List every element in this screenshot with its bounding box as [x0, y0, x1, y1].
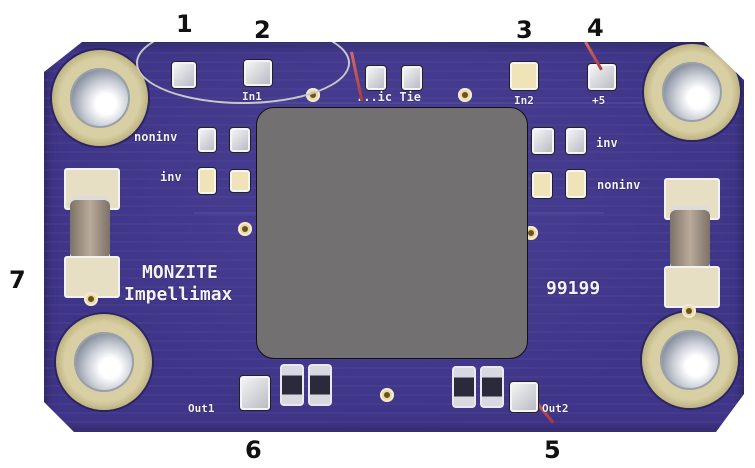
- smd-component: [480, 366, 504, 408]
- pad-tie-a: [366, 66, 386, 90]
- pad-right-noninv-a: [532, 172, 552, 198]
- pad-right-inv-a: [532, 128, 554, 154]
- pad-right-inv-b: [566, 128, 586, 154]
- callout-7: 7: [9, 266, 26, 294]
- power-resistor-right: [664, 178, 720, 308]
- pad-tie-b: [402, 66, 422, 90]
- callout-1: 1: [176, 10, 193, 38]
- pad-in2: [510, 62, 538, 90]
- callout-3: 3: [516, 16, 533, 44]
- screw-icon: [74, 332, 134, 392]
- via: [238, 222, 252, 236]
- callout-4: 4: [587, 14, 604, 42]
- screw-icon: [660, 330, 720, 390]
- silk-brand: MONZITE: [142, 262, 218, 283]
- smd-component: [452, 366, 476, 408]
- silk-tie: ...ic Tie: [356, 90, 422, 104]
- silk-left-noninv: noninv: [134, 130, 178, 144]
- silk-out1: Out1: [188, 402, 215, 415]
- trace: [244, 102, 684, 104]
- pad-left-noninv-a: [198, 128, 216, 152]
- pad-left-inv-b: [230, 170, 250, 192]
- silk-plus5: +5: [592, 94, 606, 107]
- mounting-hole-bottom-right: [642, 312, 738, 408]
- silk-right-inv: inv: [596, 136, 618, 150]
- silk-in2: In2: [514, 94, 534, 107]
- trace: [194, 212, 264, 214]
- callout-6: 6: [245, 436, 262, 464]
- silk-out2: Out2: [542, 402, 569, 415]
- silk-right-noninv: noninv: [597, 178, 641, 192]
- screw-icon: [662, 62, 722, 122]
- pad-left-noninv-b: [230, 128, 250, 152]
- silk-product: Impellimax: [124, 284, 233, 305]
- resistor-pad: [664, 266, 720, 308]
- callout-2: 2: [254, 16, 271, 44]
- resistor-body: [670, 210, 710, 268]
- trace: [514, 212, 604, 214]
- power-resistor-left: [64, 168, 120, 298]
- silk-part-number: 99199: [546, 278, 601, 299]
- mounting-hole-top-left: [52, 50, 148, 146]
- via: [458, 88, 472, 102]
- pad-right-noninv-b: [566, 170, 586, 198]
- pad-left-inv-a: [198, 168, 216, 194]
- smd-component: [308, 364, 332, 406]
- resistor-body: [70, 200, 110, 258]
- pad-out2: [510, 382, 538, 412]
- pad-out1: [240, 376, 270, 410]
- via: [84, 292, 98, 306]
- screw-icon: [70, 68, 130, 128]
- smd-component: [280, 364, 304, 406]
- via: [380, 388, 394, 402]
- via: [682, 304, 696, 318]
- wire-loop: [136, 42, 350, 104]
- silk-left-inv: inv: [160, 170, 182, 184]
- callout-5: 5: [544, 436, 561, 464]
- mounting-hole-top-right: [644, 44, 740, 140]
- occlusion-mask: [256, 107, 528, 359]
- mounting-hole-bottom-left: [56, 314, 152, 410]
